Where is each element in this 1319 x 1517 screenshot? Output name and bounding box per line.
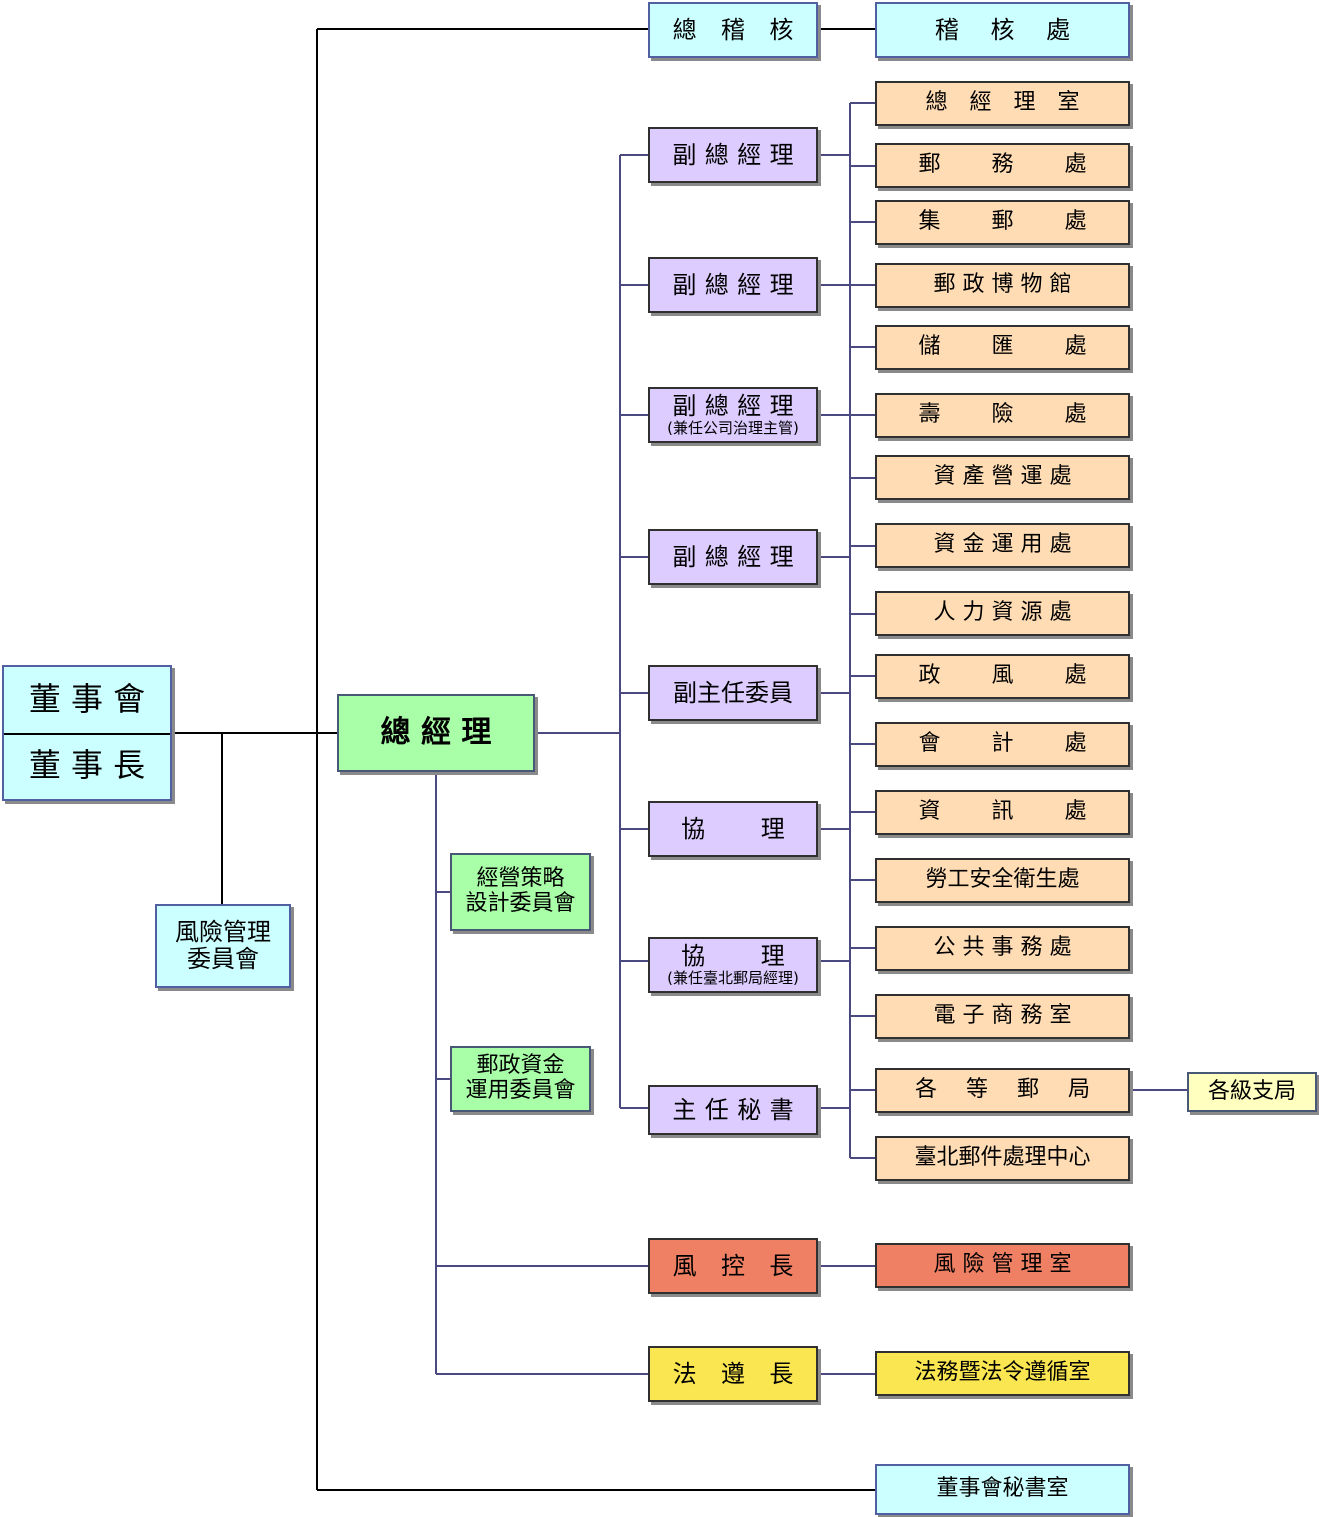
- general-manager-label: 總 經 理: [380, 715, 492, 751]
- department-label: 儲 匯 處: [918, 334, 1087, 360]
- board-secretariat-label: 董事會秘書室: [936, 1476, 1069, 1502]
- department-box: 臺北郵件處理中心: [875, 1136, 1130, 1181]
- department-box: 壽 險 處: [875, 393, 1130, 438]
- audit-dept-box: 稽 核 處: [875, 2, 1130, 58]
- executive-box: 副主任委員: [648, 665, 818, 721]
- general-manager-box: 總 經 理: [337, 694, 535, 772]
- department-label: 資 產 營 運 處: [933, 464, 1072, 490]
- strategy-committee-line2: 設計委員會: [465, 891, 576, 916]
- executive-box: 主任秘書: [648, 1085, 818, 1135]
- chief-compliance-officer-label: 法 遵 長: [672, 1359, 802, 1388]
- department-label: 人 力 資 源 處: [933, 600, 1072, 626]
- executive-box: 副總經理 (兼任公司治理主管): [648, 387, 818, 443]
- department-box: 人 力 資 源 處: [875, 591, 1130, 636]
- department-box: 會 計 處: [875, 722, 1130, 767]
- risk-office-label: 風 險 管 理 室: [933, 1252, 1072, 1278]
- department-label: 郵 政 博 物 館: [933, 272, 1072, 298]
- department-label: 總 經 理 室: [925, 90, 1080, 116]
- department-box: 集 郵 處: [875, 200, 1130, 245]
- branch-offices-label: 各級支局: [1207, 1078, 1296, 1104]
- executive-title: 副總經理: [672, 542, 802, 571]
- department-box: 資 金 運 用 處: [875, 523, 1130, 568]
- department-label: 臺北郵件處理中心: [914, 1145, 1091, 1171]
- department-box: 郵 政 博 物 館: [875, 263, 1130, 308]
- department-label: 公 共 事 務 處: [933, 935, 1072, 961]
- executive-title: 協 理: [681, 942, 785, 971]
- department-box: 儲 匯 處: [875, 325, 1130, 370]
- executive-box: 副總經理: [648, 127, 818, 183]
- executive-title: 副主任委員: [673, 678, 793, 707]
- department-box: 公 共 事 務 處: [875, 926, 1130, 971]
- department-label: 勞工安全衛生處: [925, 867, 1080, 893]
- chief-auditor-label: 總 稽 核: [672, 15, 802, 44]
- department-label: 電 子 商 務 室: [933, 1003, 1072, 1029]
- executive-box: 副總經理: [648, 529, 818, 585]
- legal-office-box: 法務暨法令遵循室: [875, 1351, 1130, 1396]
- board-secretariat-box: 董事會秘書室: [875, 1464, 1130, 1515]
- risk-committee-line2: 委員會: [187, 945, 259, 973]
- executive-title: 副總經理: [672, 140, 802, 169]
- department-box: 郵 務 處: [875, 143, 1130, 188]
- executive-box: 協 理: [648, 801, 818, 857]
- fund-committee-box: 郵政資金 運用委員會: [450, 1046, 591, 1112]
- fund-committee-line1: 郵政資金: [476, 1053, 565, 1079]
- executive-title: 主任秘書: [672, 1095, 802, 1124]
- department-label: 郵 務 處: [918, 152, 1087, 178]
- legal-office-label: 法務暨法令遵循室: [914, 1360, 1091, 1386]
- executive-box: 副總經理: [648, 257, 818, 313]
- department-box: 勞工安全衛生處: [875, 858, 1130, 903]
- chief-risk-officer-label: 風 控 長: [672, 1251, 802, 1280]
- strategy-committee-line1: 經營策略: [476, 866, 565, 892]
- department-label: 政 風 處: [918, 663, 1087, 689]
- strategy-committee-box: 經營策略 設計委員會: [450, 853, 591, 931]
- chairman-label: 董 事 長: [28, 746, 146, 785]
- department-label: 會 計 處: [918, 731, 1087, 757]
- executive-title: 副總經理: [672, 392, 802, 421]
- department-label: 壽 險 處: [918, 402, 1087, 428]
- chief-auditor-box: 總 稽 核: [648, 2, 818, 58]
- department-box: 電 子 商 務 室: [875, 994, 1130, 1039]
- department-box: 政 風 處: [875, 654, 1130, 699]
- department-label: 資 訊 處: [918, 799, 1087, 825]
- department-box: 資 訊 處: [875, 790, 1130, 835]
- risk-office-box: 風 險 管 理 室: [875, 1243, 1130, 1288]
- risk-committee-box: 風險管理 委員會: [155, 904, 291, 988]
- department-box: 各 等 郵 局: [875, 1068, 1130, 1113]
- department-label: 各 等 郵 局: [915, 1077, 1090, 1103]
- executive-title: 協 理: [681, 814, 785, 843]
- board-box: 董 事 會 董 事 長: [2, 665, 172, 801]
- department-label: 集 郵 處: [918, 209, 1087, 235]
- department-box: 總 經 理 室: [875, 81, 1130, 126]
- executive-title: 副總經理: [672, 270, 802, 299]
- executive-box: 協 理 (兼任臺北郵局經理): [648, 937, 818, 993]
- branch-offices-box: 各級支局: [1187, 1072, 1317, 1112]
- chief-risk-officer-box: 風 控 長: [648, 1238, 818, 1294]
- executive-note: (兼任公司治理主管): [667, 419, 799, 438]
- fund-committee-line2: 運用委員會: [465, 1078, 576, 1103]
- department-box: 資 產 營 運 處: [875, 455, 1130, 500]
- audit-dept-label: 稽 核 處: [934, 15, 1071, 44]
- board-label: 董 事 會: [28, 680, 146, 719]
- executive-note: (兼任臺北郵局經理): [667, 969, 799, 988]
- chief-compliance-officer-box: 法 遵 長: [648, 1346, 818, 1402]
- department-label: 資 金 運 用 處: [933, 532, 1072, 558]
- risk-committee-line1: 風險管理: [175, 918, 271, 947]
